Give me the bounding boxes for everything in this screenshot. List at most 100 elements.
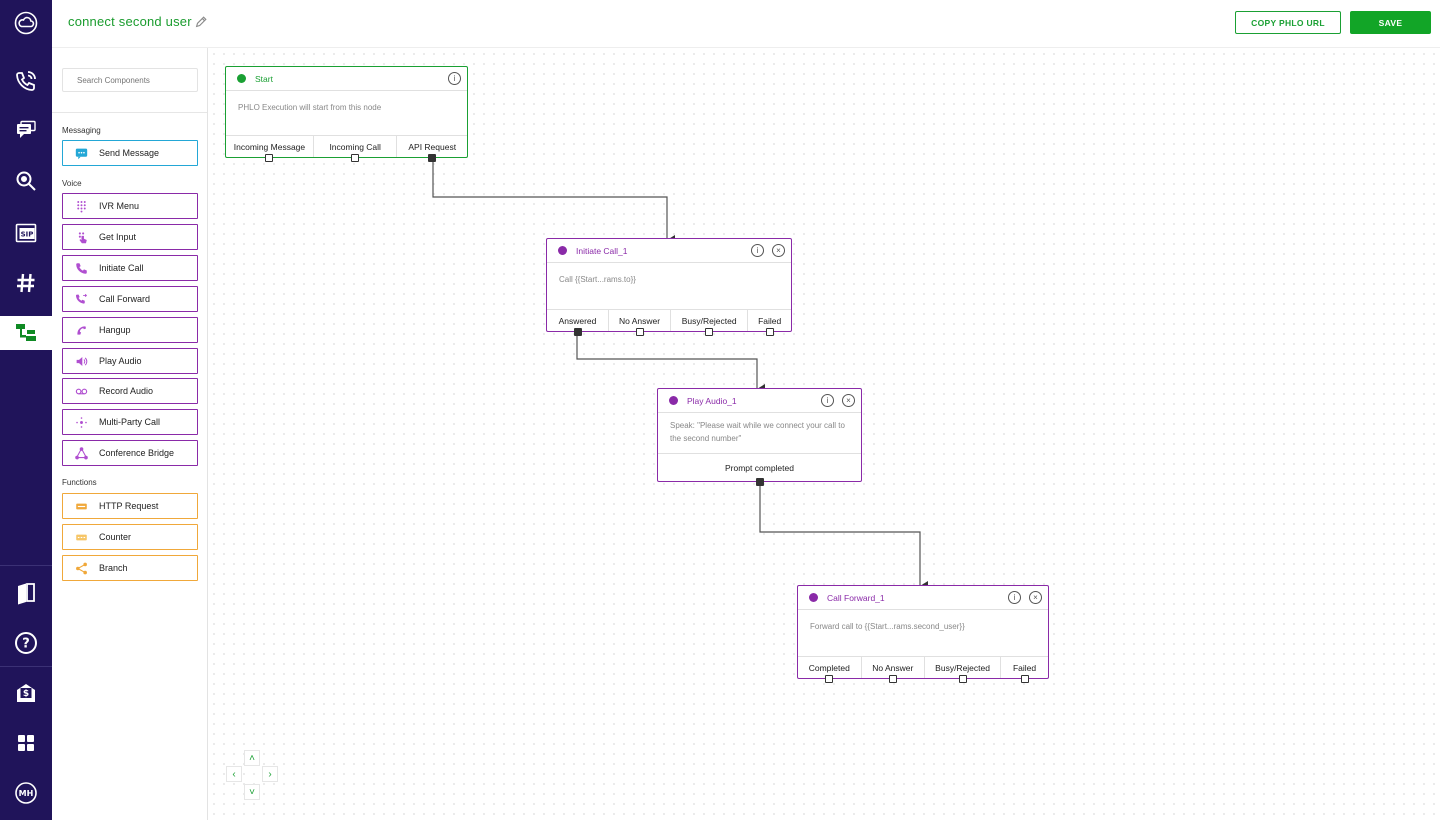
component-ivr-menu[interactable]: IVR Menu: [62, 193, 198, 219]
flow-title[interactable]: connect second user: [68, 14, 192, 29]
search-components-input[interactable]: [62, 68, 198, 92]
node-initiate-call[interactable]: Initiate Call_1 i × Call {{Start...rams.…: [546, 238, 792, 336]
pan-up-button[interactable]: ˄: [244, 750, 260, 766]
components-panel: Messaging Send Message Voice IVR Menu Ge…: [52, 48, 208, 820]
speaker-icon: [63, 355, 99, 368]
http-icon: [63, 500, 99, 513]
output-port[interactable]: [755, 478, 764, 486]
avatar-initials: MH: [19, 789, 34, 798]
component-label: Send Message: [99, 148, 160, 158]
output-port[interactable]: [958, 675, 967, 683]
output-port[interactable]: [765, 328, 774, 336]
numbers-icon[interactable]: [0, 266, 52, 300]
output-no-answer[interactable]: No Answer: [609, 310, 672, 336]
billing-icon[interactable]: $: [0, 676, 52, 710]
info-icon[interactable]: i: [821, 394, 834, 407]
component-label: Initiate Call: [99, 263, 144, 273]
node-title: Start: [255, 73, 273, 84]
output-label: No Answer: [618, 315, 661, 326]
voice-icon[interactable]: [0, 64, 52, 98]
output-port[interactable]: [635, 328, 644, 336]
node-call-forward[interactable]: Call Forward_1 i × Forward call to {{Sta…: [797, 585, 1049, 683]
node-start[interactable]: Start i PHLO Execution will start from t…: [225, 66, 468, 162]
svg-text:SIP: SIP: [21, 231, 34, 239]
component-initiate-call[interactable]: Initiate Call: [62, 255, 198, 281]
node-outputs: Completed No Answer Busy/Rejected Failed: [798, 656, 1048, 683]
pencil-edit-icon[interactable]: [194, 15, 208, 29]
component-label: IVR Menu: [99, 201, 140, 211]
output-label: Answered: [558, 315, 597, 326]
node-description: PHLO Execution will start from this node: [238, 103, 382, 112]
component-http-request[interactable]: HTTP Request: [62, 493, 198, 519]
output-port[interactable]: [1020, 675, 1029, 683]
info-icon[interactable]: i: [751, 244, 764, 257]
info-icon[interactable]: i: [1008, 591, 1021, 604]
sip-icon[interactable]: SIP: [0, 216, 52, 250]
output-label: Failed: [1012, 662, 1037, 673]
output-busy-rejected[interactable]: Busy/Rejected: [925, 657, 1002, 683]
node-description: Forward call to {{Start...rams.second_us…: [810, 622, 965, 631]
keypad-icon: [63, 200, 99, 213]
component-counter[interactable]: Counter: [62, 524, 198, 550]
output-busy-rejected[interactable]: Busy/Rejected: [671, 310, 749, 336]
output-label: No Answer: [872, 662, 914, 673]
component-conference-bridge[interactable]: Conference Bridge: [62, 440, 198, 466]
output-failed[interactable]: Failed: [1001, 657, 1048, 683]
copy-phlo-url-button[interactable]: COPY PHLO URL: [1235, 11, 1341, 34]
apps-icon[interactable]: [0, 726, 52, 760]
touch-icon: [63, 231, 99, 244]
output-incoming-message[interactable]: Incoming Message: [226, 136, 314, 162]
section-label-functions: Functions: [62, 478, 97, 487]
component-label: HTTP Request: [99, 501, 159, 511]
flow-canvas[interactable]: [209, 49, 1440, 820]
node-status-dot: [669, 396, 678, 405]
output-port[interactable]: [265, 154, 274, 162]
node-play-audio[interactable]: Play Audio_1 i × Speak: "Please wait whi…: [657, 388, 862, 486]
output-port[interactable]: [351, 154, 360, 162]
node-status-dot: [809, 593, 818, 602]
component-call-forward[interactable]: Call Forward: [62, 286, 198, 312]
lookup-icon[interactable]: [0, 164, 52, 198]
component-record-audio[interactable]: Record Audio: [62, 378, 198, 404]
output-prompt-completed[interactable]: Prompt completed: [658, 454, 861, 486]
output-api-request[interactable]: API Request: [397, 136, 467, 162]
output-label: Completed: [808, 662, 850, 673]
cloud-logo-icon[interactable]: [0, 6, 52, 40]
close-icon[interactable]: ×: [842, 394, 855, 407]
pan-left-button[interactable]: ‹: [226, 766, 242, 782]
output-completed[interactable]: Completed: [798, 657, 862, 683]
component-label: Multi-Party Call: [99, 417, 161, 427]
component-multi-party-call[interactable]: Multi-Party Call: [62, 409, 198, 435]
messaging-icon[interactable]: [0, 114, 52, 148]
node-title: Initiate Call_1: [576, 245, 628, 256]
help-icon[interactable]: ?: [0, 626, 52, 660]
pan-right-button[interactable]: ›: [262, 766, 278, 782]
output-incoming-call[interactable]: Incoming Call: [314, 136, 398, 162]
phone-forward-icon: [63, 293, 99, 306]
component-play-audio[interactable]: Play Audio: [62, 348, 198, 374]
component-get-input[interactable]: Get Input: [62, 224, 198, 250]
counter-icon: [63, 531, 99, 544]
output-no-answer[interactable]: No Answer: [862, 657, 926, 683]
output-answered[interactable]: Answered: [547, 310, 610, 336]
close-icon[interactable]: ×: [772, 244, 785, 257]
component-branch[interactable]: Branch: [62, 555, 198, 581]
node-title: Call Forward_1: [827, 592, 885, 603]
docs-icon[interactable]: [0, 576, 52, 610]
pan-down-button[interactable]: ˅: [244, 784, 260, 800]
branch-icon: [63, 562, 99, 575]
component-hangup[interactable]: Hangup: [62, 317, 198, 343]
save-button[interactable]: SAVE: [1350, 11, 1431, 34]
output-port[interactable]: [428, 154, 437, 162]
avatar[interactable]: MH: [0, 776, 52, 810]
phlo-icon[interactable]: [0, 316, 52, 350]
close-icon[interactable]: ×: [1029, 591, 1042, 604]
section-label-messaging: Messaging: [62, 126, 101, 135]
component-send-message[interactable]: Send Message: [62, 140, 198, 166]
output-port[interactable]: [573, 328, 582, 336]
output-port[interactable]: [888, 675, 897, 683]
output-failed[interactable]: Failed: [748, 310, 791, 336]
output-port[interactable]: [825, 675, 834, 683]
info-icon[interactable]: i: [448, 72, 461, 85]
output-port[interactable]: [705, 328, 714, 336]
